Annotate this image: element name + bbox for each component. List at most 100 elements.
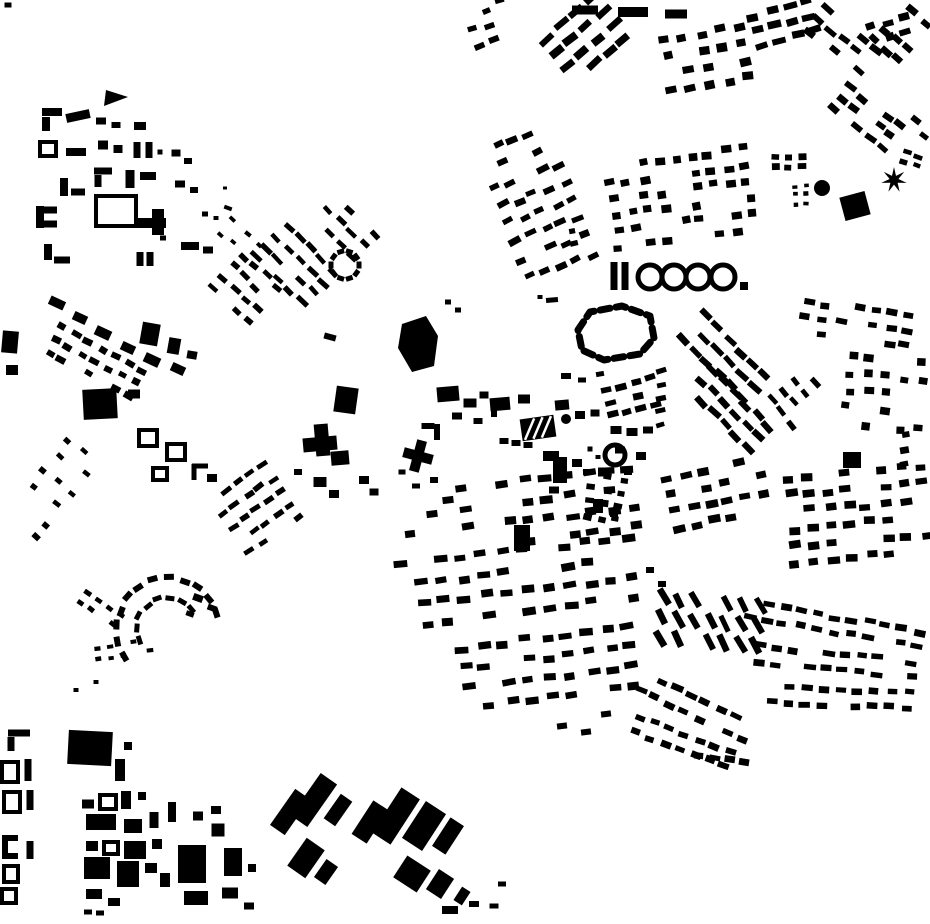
building-footprint	[323, 793, 353, 827]
building-footprint	[600, 386, 612, 394]
building-footprint	[578, 228, 591, 239]
building-footprint	[632, 391, 644, 401]
building-footprint	[86, 841, 98, 851]
building-footprint	[850, 121, 864, 133]
building-footprint	[514, 256, 527, 267]
building-footprint	[716, 760, 730, 771]
building-footprint	[802, 26, 817, 39]
building-footprint	[115, 759, 125, 781]
building-footprint	[583, 0, 599, 6]
building-footprint	[531, 146, 544, 157]
building-footprint	[345, 248, 354, 256]
building-footprint	[29, 482, 38, 491]
building-footprint	[732, 227, 744, 237]
building-footprint	[798, 312, 810, 321]
building-footprint	[793, 191, 798, 196]
building-footprint	[522, 515, 534, 525]
building-footprint	[329, 252, 338, 262]
building-footprint	[213, 216, 219, 220]
building-footprint	[442, 906, 458, 914]
building-footprint	[731, 211, 743, 220]
building-footprint	[499, 438, 509, 444]
building-footprint	[272, 508, 285, 520]
building-footprint	[753, 596, 768, 615]
building-footprint	[211, 806, 221, 814]
building-footprint	[249, 282, 260, 294]
building-footprint	[52, 499, 62, 508]
building-footprint	[912, 153, 923, 161]
building-footprint	[518, 633, 531, 642]
building-footprint	[767, 393, 779, 406]
building-footprint	[704, 612, 719, 630]
building-footprint	[615, 446, 625, 454]
building-footprint	[409, 439, 427, 473]
building-footprint	[851, 688, 863, 696]
building-footprint	[901, 705, 912, 712]
building-footprint	[193, 811, 203, 821]
building-footprint	[191, 464, 197, 480]
building-footprint	[811, 13, 825, 26]
building-footprint	[847, 102, 861, 115]
large-building-blob	[398, 316, 438, 372]
building-footprint	[535, 163, 550, 175]
building-footprint	[496, 156, 509, 167]
building-footprint	[426, 509, 438, 519]
building-footprint	[546, 691, 560, 700]
building-footprint	[839, 651, 851, 659]
building-footprint	[724, 513, 737, 523]
building-footprint	[559, 58, 576, 74]
building-footprint	[798, 153, 807, 161]
building-footprint	[252, 481, 265, 493]
building-footprint	[313, 423, 331, 457]
building-footprint	[694, 394, 709, 410]
building-footprint	[705, 363, 720, 378]
building-footprint	[725, 746, 737, 756]
building-footprint	[607, 644, 619, 652]
building-footprint	[454, 484, 467, 493]
building-footprint	[606, 15, 624, 32]
building-footprint	[816, 702, 828, 710]
building-footprint	[61, 341, 73, 353]
building-footprint	[846, 629, 857, 637]
building-footprint	[543, 604, 557, 613]
building-footprint	[801, 684, 814, 692]
building-footprint	[223, 204, 233, 212]
building-footprint	[751, 617, 765, 635]
building-footprint	[836, 93, 849, 106]
building-footprint	[283, 244, 295, 255]
building-footprint	[44, 244, 52, 260]
building-footprint	[721, 727, 734, 738]
building-footprint	[488, 182, 500, 192]
building-footprint	[82, 388, 118, 420]
building-footprint	[644, 735, 655, 744]
building-footprint	[330, 450, 350, 466]
building-footprint	[108, 898, 120, 906]
building-footprint	[703, 79, 716, 91]
building-footprint	[67, 489, 76, 498]
building-footprint	[192, 463, 208, 469]
building-footprint	[239, 512, 251, 523]
building-footprint	[152, 209, 164, 235]
building-footprint	[436, 594, 450, 604]
building-footprint	[31, 531, 41, 542]
building-footprint	[795, 620, 807, 630]
building-footprint	[628, 207, 638, 216]
building-footprint	[610, 511, 618, 517]
building-footprint	[425, 869, 455, 899]
building-footprint	[94, 596, 103, 605]
building-footprint	[41, 521, 51, 530]
building-footprint	[507, 695, 520, 705]
building-footprint	[579, 536, 591, 545]
building-footprint	[575, 411, 585, 419]
building-footprint	[230, 283, 242, 296]
building-footprint	[124, 841, 146, 859]
building-footprint	[323, 332, 337, 342]
building-footprint	[248, 864, 256, 872]
courtyard-building	[165, 442, 187, 462]
building-footprint	[294, 275, 307, 287]
building-footprint	[738, 757, 750, 767]
building-footprint	[98, 345, 109, 356]
building-footprint	[335, 239, 348, 250]
building-footprint	[157, 149, 163, 155]
building-footprint	[477, 640, 492, 650]
